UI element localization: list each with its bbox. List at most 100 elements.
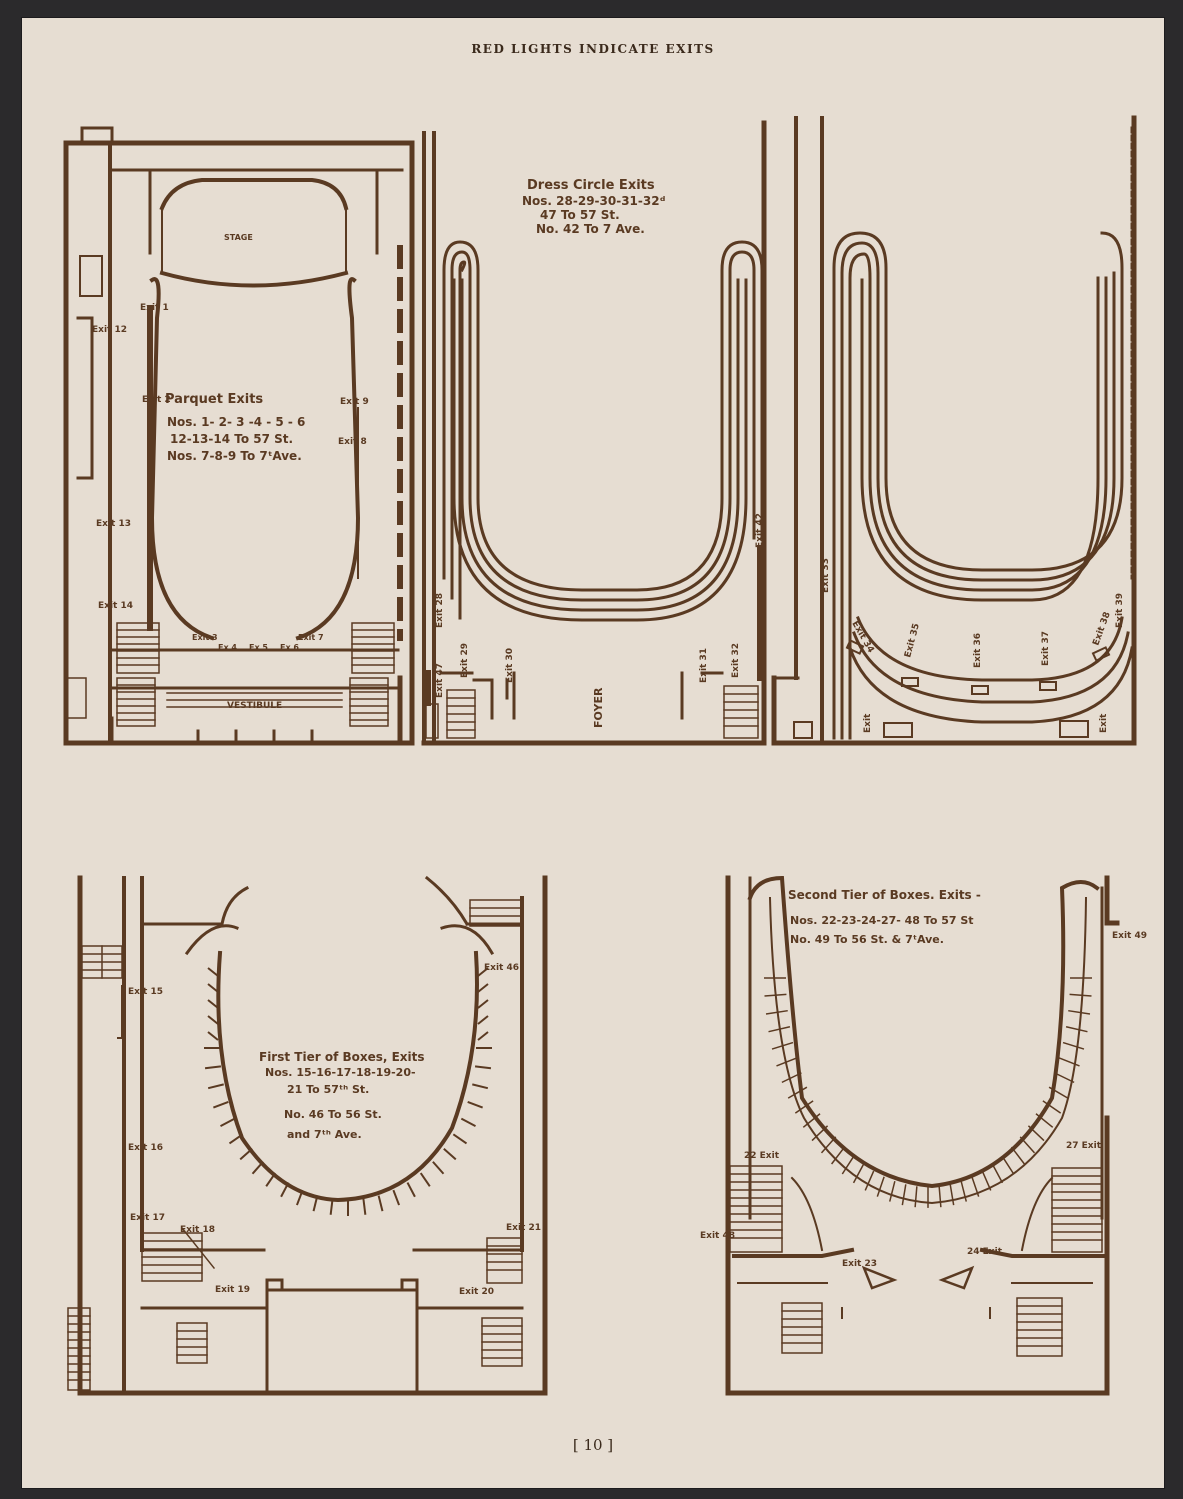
exit-21-label: Exit 21 [506, 1223, 541, 1233]
box-partition [1010, 1146, 1025, 1165]
exit-35-label: Exit 35 [903, 622, 922, 658]
box-partition [1068, 1009, 1091, 1015]
foyer-label: FOYER [592, 687, 605, 728]
box-partition [1048, 1086, 1069, 1099]
box-partition [888, 1181, 896, 1202]
box-partition [362, 1198, 367, 1215]
exit-19-label: Exit 19 [215, 1285, 250, 1295]
exit-39-label: Exit 39 [1115, 593, 1125, 628]
exit-8-label: Exit 8 [338, 437, 367, 447]
box-partition [1069, 993, 1092, 997]
box-partition [296, 1189, 304, 1206]
box-partition [419, 1172, 431, 1187]
box-partition [841, 1155, 855, 1175]
box-partition [1019, 1136, 1036, 1154]
box-partition [312, 1195, 319, 1212]
second-tier-title: Second Tier of Boxes. Exits - [788, 888, 981, 902]
page-number: [ 10 ] [572, 1436, 614, 1454]
box-partition [204, 1065, 222, 1070]
box-partition [477, 1015, 489, 1025]
exit-16-label: Exit 16 [128, 1143, 163, 1153]
box-partition [802, 1113, 821, 1128]
dress-circle-line-2: 47 To 57 St. [540, 208, 620, 222]
exit-2-label: Exit 2 [142, 395, 171, 405]
box-partition [251, 1161, 264, 1175]
gallery-plan [771, 115, 1137, 746]
box-partition [207, 983, 219, 993]
first-tier-plan [67, 875, 548, 1396]
box-partition [971, 1176, 980, 1197]
box-partition [831, 1146, 846, 1165]
box-partition [1058, 1057, 1080, 1067]
box-partition [220, 1117, 236, 1127]
box-partition [949, 1184, 955, 1206]
box-partition [472, 1083, 489, 1090]
box-partition [776, 1057, 798, 1067]
parquet-plan [63, 126, 415, 746]
exit-48-label: Exit 48 [700, 1231, 735, 1241]
second-tier-line-1: Nos. 22-23-24-27- 48 To 57 St [790, 914, 974, 927]
box-partition [1062, 1041, 1085, 1050]
box-partition [1065, 1026, 1088, 1033]
box-partition [467, 1100, 483, 1109]
box-partition [477, 983, 489, 993]
parquet-title: Parquet Exits [165, 392, 263, 407]
box-partition [764, 993, 787, 997]
box-partition [771, 1041, 794, 1050]
exit-32-label: Exit 32 [731, 643, 741, 678]
box-partition [938, 1186, 942, 1208]
box-partition [820, 1136, 837, 1154]
exit-right-label: Exit [1099, 713, 1109, 733]
parquet-line-1: Nos. 1- 2- 3 -4 - 5 - 6 [167, 415, 305, 429]
exit-18-label: Exit 18 [180, 1225, 215, 1235]
box-partition [207, 1031, 219, 1041]
box-partition [794, 1100, 814, 1114]
box-partition [1054, 1072, 1075, 1084]
exit-24-label: 24 Exit [967, 1247, 1003, 1257]
exit-9-label: Exit 9 [340, 397, 369, 407]
box-partition [991, 1163, 1004, 1184]
floor-plans-drawing: STAGE VESTIBULE Parquet Exits Nos. 1- 2-… [63, 115, 1147, 1396]
box-partition [960, 1181, 968, 1202]
box-partition [787, 1086, 808, 1099]
box-partition [811, 1125, 829, 1142]
exit-4-label: Ex 4 [218, 643, 237, 652]
box-partition [207, 999, 219, 1009]
exit-15-label: Exit 15 [128, 987, 163, 997]
second-tier-plan [725, 875, 1120, 1396]
exit-46-label: Exit 46 [484, 963, 519, 973]
exit-20-label: Exit 20 [459, 1287, 494, 1297]
exit-33-label: Exit 33 [821, 558, 831, 593]
exit-13-label: Exit 13 [96, 519, 131, 529]
dress-circle-line-1: Nos. 28-29-30-31-32ᵈ [522, 194, 666, 208]
box-partition [1027, 1125, 1045, 1142]
box-partition [876, 1176, 885, 1197]
box-partition [768, 1026, 791, 1033]
second-tier-line-2: No. 49 To 56 St. & 7ᵗAve. [790, 933, 944, 946]
exit-3-label: Exit 3 [192, 633, 218, 642]
first-tier-line-3: No. 46 To 56 St. [284, 1108, 382, 1121]
dress-circle-title: Dress Circle Exits [527, 178, 655, 193]
box-partition [452, 1133, 468, 1145]
box-partition [392, 1189, 400, 1206]
exit-7-label: Exit 7 [298, 633, 324, 642]
exit-1-label: Exit 1 [140, 303, 169, 313]
exit-5-label: Ex 5 [249, 643, 268, 652]
box-partition [981, 1170, 992, 1191]
first-tier-title: First Tier of Boxes, Exits [259, 1050, 425, 1064]
box-partition [207, 1015, 219, 1025]
dress-circle-line-3: No. 42 To 7 Ave. [536, 222, 645, 236]
exit-47-label: Exit 47 [435, 663, 445, 698]
box-partition [406, 1182, 416, 1198]
exit-12-label: Exit 12 [92, 325, 127, 335]
box-partition [460, 1117, 476, 1127]
box-partition [914, 1186, 918, 1208]
box-partition [864, 1170, 875, 1191]
box-partition [280, 1182, 290, 1198]
box-partition [477, 1031, 489, 1041]
exit-49-label: Exit 49 [1112, 931, 1147, 941]
box-partition [239, 1148, 253, 1161]
box-partition [901, 1184, 907, 1206]
exit-28-label: Exit 28 [435, 593, 445, 628]
exit-27-label: 27 Exit [1066, 1141, 1102, 1151]
